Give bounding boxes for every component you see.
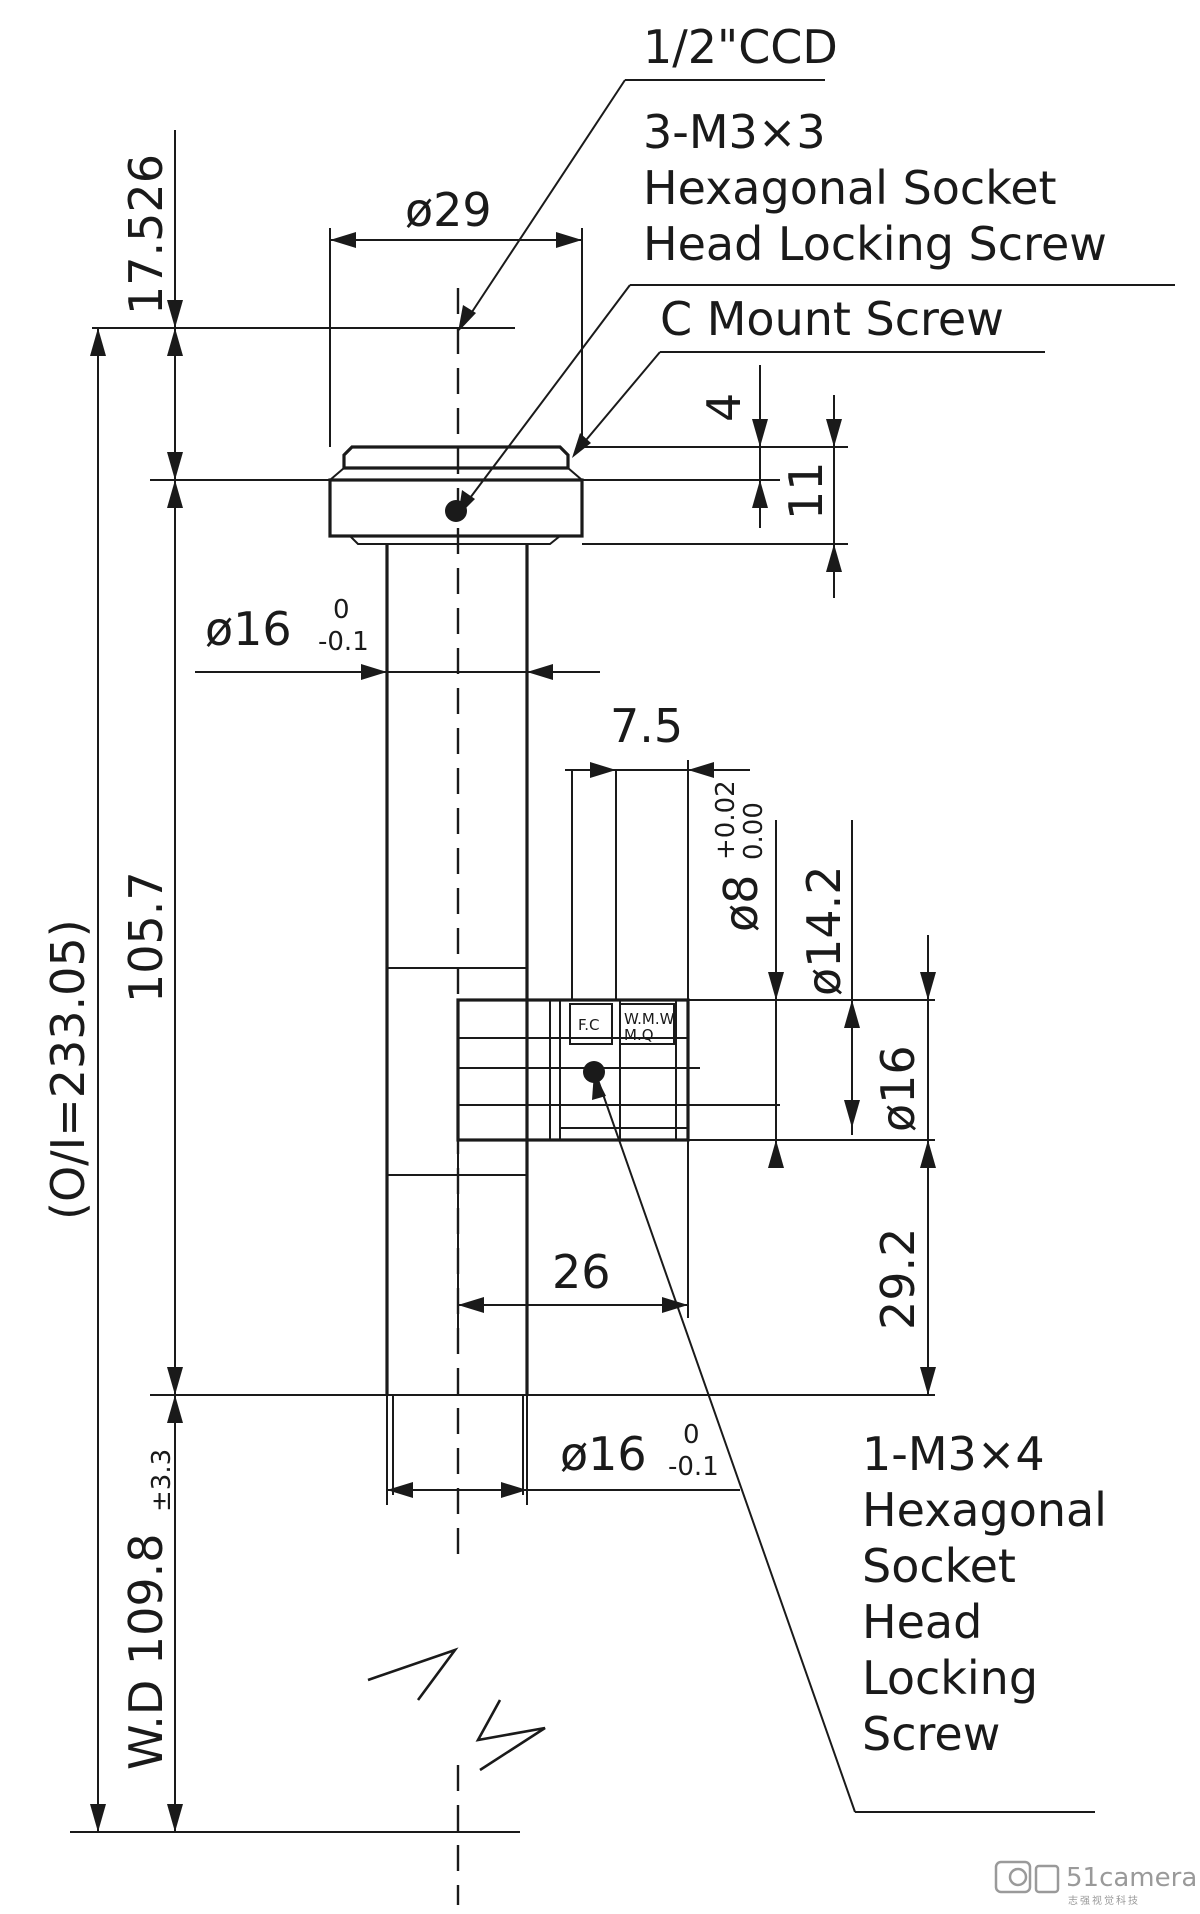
callout-c-mount: C Mount Screw — [660, 292, 1004, 346]
dim-top-offset: 17.526 — [119, 154, 173, 315]
dim-working-distance-tol: ±3.3 — [147, 1449, 177, 1512]
dim-oi: (O/I=233.05) — [41, 919, 95, 1220]
extension-lines — [70, 228, 935, 1833]
dim-body-105-7: 105.7 — [119, 871, 173, 1003]
callout-ccd: 1/2"CCD — [643, 20, 838, 74]
callouts: 1/2"CCD 3-M3×3 Hexagonal Socket Head Loc… — [643, 20, 1107, 1761]
port-mark-wmw: W.M.W — [624, 1010, 675, 1028]
leader-arrows — [458, 305, 606, 1100]
callout-bottom-screw-line2: Hexagonal — [862, 1483, 1107, 1537]
dim-port-dia-16: ø16 — [871, 1045, 925, 1132]
watermark-brand: 51camera — [1066, 1863, 1197, 1893]
port-mark-fc: F.C — [578, 1016, 599, 1034]
dim-flange-dia: ø29 — [405, 183, 492, 237]
dimension-arrows — [90, 232, 936, 1832]
leader-lines — [463, 79, 1175, 1813]
dim-port-dia-14-2: ø14.2 — [797, 865, 851, 996]
dim-barrel-bottom-dia: ø16 — [560, 1427, 647, 1481]
dim-port-dia-8-tol-lower: 0.00 — [739, 802, 769, 860]
watermark: 51camera 志强视觉科技 — [994, 1860, 1197, 1907]
callout-top-screw-line2: Hexagonal Socket — [643, 161, 1057, 215]
callout-bottom-screw-line4: Head — [862, 1595, 982, 1649]
dim-mount-4: 4 — [697, 393, 751, 422]
dim-barrel-bottom-tol-upper: 0 — [683, 1420, 700, 1450]
callout-top-screw-line1: 3-M3×3 — [643, 105, 826, 159]
callout-top-screw-line3: Head Locking Screw — [643, 217, 1107, 271]
dim-barrel-bottom-tol-lower: -0.1 — [668, 1452, 719, 1482]
dim-offset-29-2: 29.2 — [871, 1228, 925, 1330]
dim-working-distance: W.D 109.8 — [119, 1533, 173, 1770]
callout-bottom-screw-line1: 1-M3×4 — [862, 1427, 1045, 1481]
watermark-tagline: 志强视觉科技 — [1068, 1894, 1140, 1907]
dim-barrel-top-tol-lower: -0.1 — [318, 627, 369, 657]
dim-port-dia-8: ø8 — [714, 875, 768, 932]
callout-bottom-screw-line3: Socket — [862, 1539, 1016, 1593]
dim-mount-11: 11 — [779, 461, 833, 520]
dim-port-26: 26 — [552, 1245, 611, 1299]
dim-barrel-top-tol-upper: 0 — [333, 595, 350, 625]
side-port: F.C W.M.W M.Q — [456, 998, 780, 1142]
port-mark-mq: M.Q — [624, 1026, 654, 1044]
callout-bottom-screw-line6: Screw — [862, 1707, 1000, 1761]
camera-logo-icon — [994, 1860, 1060, 1894]
callout-bottom-screw-line5: Locking — [862, 1651, 1038, 1705]
break-symbol — [367, 1647, 546, 1772]
c-mount-flange — [328, 445, 584, 545]
dim-port-7-5: 7.5 — [610, 699, 683, 753]
dim-port-dia-8-tol-upper: +0.02 — [711, 780, 741, 860]
dimension-labels: ø29 ø16 0 -0.1 7.5 26 ø16 0 -0.1 17.526 … — [41, 154, 925, 1770]
dim-barrel-top-dia: ø16 — [205, 602, 292, 656]
lens-barrel — [385, 544, 529, 1495]
